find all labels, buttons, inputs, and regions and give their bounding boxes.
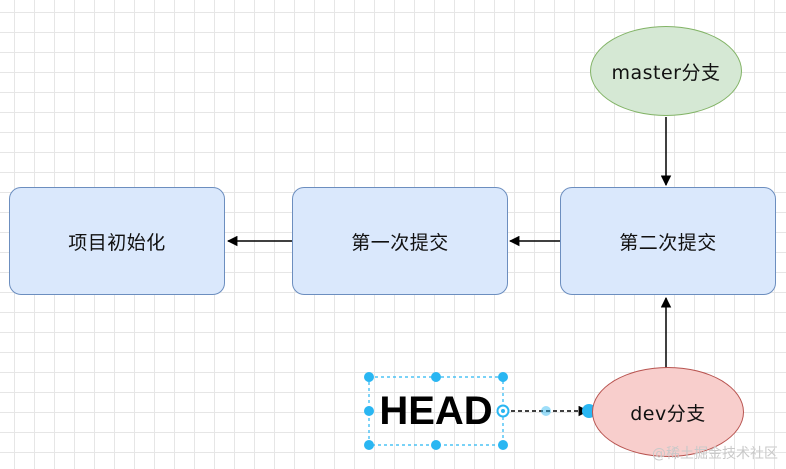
node-init-commit-label: 项目初始化 [68,231,166,254]
edge-waypoint-handle[interactable] [541,406,551,416]
node-head-label[interactable]: HEAD [369,377,503,445]
node-second-commit[interactable]: 第二次提交 [560,187,776,295]
resize-handle-top-right [498,372,508,382]
node-master-branch[interactable]: master分支 [590,26,742,116]
resize-handle-top-left [364,372,374,382]
watermark: @稀土掘金技术社区 [652,446,778,462]
head-label-text: HEAD [379,388,493,433]
resize-handle-bottom-left [364,440,374,450]
resize-handles[interactable] [364,372,508,450]
node-dev-branch[interactable]: dev分支 [592,367,744,457]
node-first-commit[interactable]: 第一次提交 [292,187,508,295]
node-master-branch-label: master分支 [611,61,721,84]
node-first-commit-label: 第一次提交 [351,231,449,254]
resize-handle-bottom-center [431,440,441,450]
resize-handle-bottom-right [498,440,508,450]
node-dev-branch-label: dev分支 [630,402,706,425]
node-init-commit[interactable]: 项目初始化 [9,187,225,295]
connection-point-dot [501,409,505,413]
resize-handle-middle-left [364,406,374,416]
resize-handle-top-center [431,372,441,382]
node-second-commit-label: 第二次提交 [619,231,717,254]
